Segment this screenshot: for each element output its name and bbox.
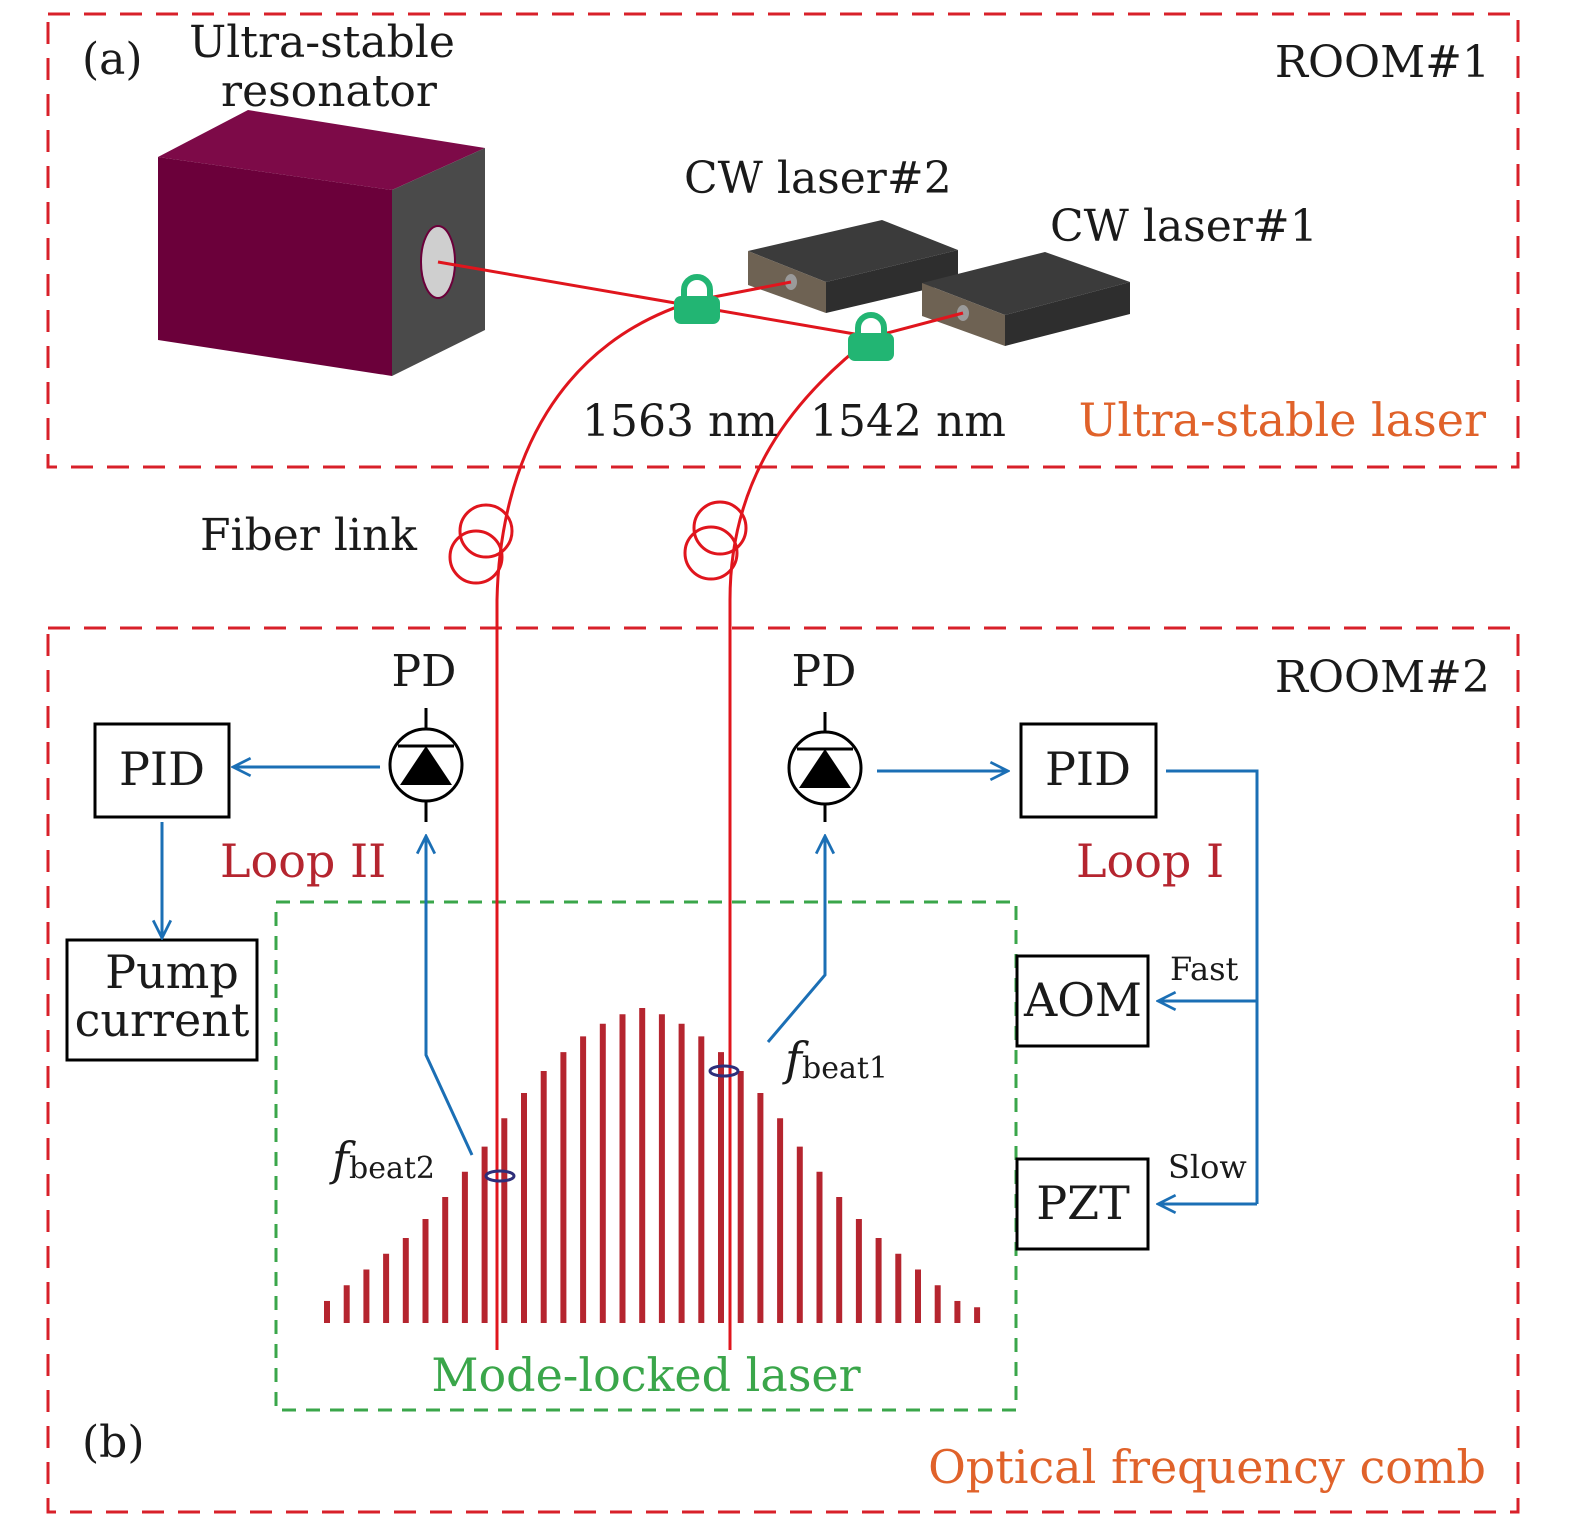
pzt-label: PZT bbox=[1036, 1176, 1130, 1230]
room2-border bbox=[46, 626, 1520, 1514]
cw-laser-1-icon bbox=[922, 252, 1130, 346]
beat1-label: fbeat1 bbox=[782, 1032, 888, 1086]
fast-label: Fast bbox=[1170, 950, 1239, 988]
lock-icon-1542 bbox=[848, 312, 894, 361]
room2-title: ROOM#2 bbox=[1275, 652, 1490, 703]
beat1-marker bbox=[708, 1064, 740, 1078]
pd-right-label: PD bbox=[792, 646, 857, 697]
resonator-label-line2: resonator bbox=[221, 66, 438, 117]
resonator-label-line1: Ultra-stable bbox=[189, 17, 455, 68]
beat2-marker bbox=[484, 1169, 516, 1183]
signal-paths bbox=[162, 767, 1259, 1204]
aom-label: AOM bbox=[1023, 973, 1142, 1027]
pd-left-label: PD bbox=[392, 646, 457, 697]
wavelength-1542: 1542 nm bbox=[810, 396, 1006, 447]
lock-icon-1563 bbox=[674, 274, 720, 324]
loop1-label: Loop I bbox=[1076, 834, 1224, 888]
pid-right-box bbox=[1019, 722, 1158, 819]
cw-laser-1-label: CW laser#1 bbox=[1050, 201, 1318, 252]
photodiode-left-icon bbox=[388, 708, 464, 822]
cw-laser-2-label: CW laser#2 bbox=[684, 153, 952, 204]
photodiode-right-icon bbox=[787, 712, 863, 822]
beat2-label: fbeat2 bbox=[329, 1132, 435, 1186]
room1-panel-label: (a) bbox=[82, 34, 143, 85]
fiber-link-label: Fiber link bbox=[200, 510, 417, 561]
room1-border bbox=[46, 12, 1520, 469]
pid-left-box bbox=[93, 722, 231, 819]
room2-panel-label: (b) bbox=[82, 1417, 145, 1468]
fiber-coil-left-icon bbox=[448, 503, 514, 585]
aom-box bbox=[1015, 954, 1150, 1048]
pump-current-box bbox=[65, 938, 259, 1062]
pid-left-label: PID bbox=[119, 742, 205, 796]
room1-title: ROOM#1 bbox=[1275, 37, 1490, 88]
pzt-box bbox=[1015, 1157, 1150, 1251]
optical-frequency-comb-label: Optical frequency comb bbox=[928, 1440, 1486, 1494]
resonator-icon bbox=[158, 110, 485, 376]
ultra-stable-laser-label: Ultra-stable laser bbox=[1079, 393, 1486, 447]
loop2-label: Loop II bbox=[220, 834, 386, 888]
mode-locked-laser-label: Mode-locked laser bbox=[431, 1348, 860, 1402]
wavelength-1563: 1563 nm bbox=[582, 396, 778, 447]
mode-locked-border bbox=[274, 900, 1018, 1412]
slow-label: Slow bbox=[1168, 1148, 1247, 1186]
pid-right-label: PID bbox=[1045, 742, 1131, 796]
beat2-subscript: beat2 bbox=[349, 1151, 435, 1186]
beat1-subscript: beat1 bbox=[802, 1051, 888, 1086]
fiber-coil-right-icon bbox=[683, 500, 748, 581]
pump-label-line1: Pump bbox=[105, 945, 239, 999]
pump-label-line2: current bbox=[75, 993, 250, 1047]
frequency-comb bbox=[324, 1008, 981, 1323]
